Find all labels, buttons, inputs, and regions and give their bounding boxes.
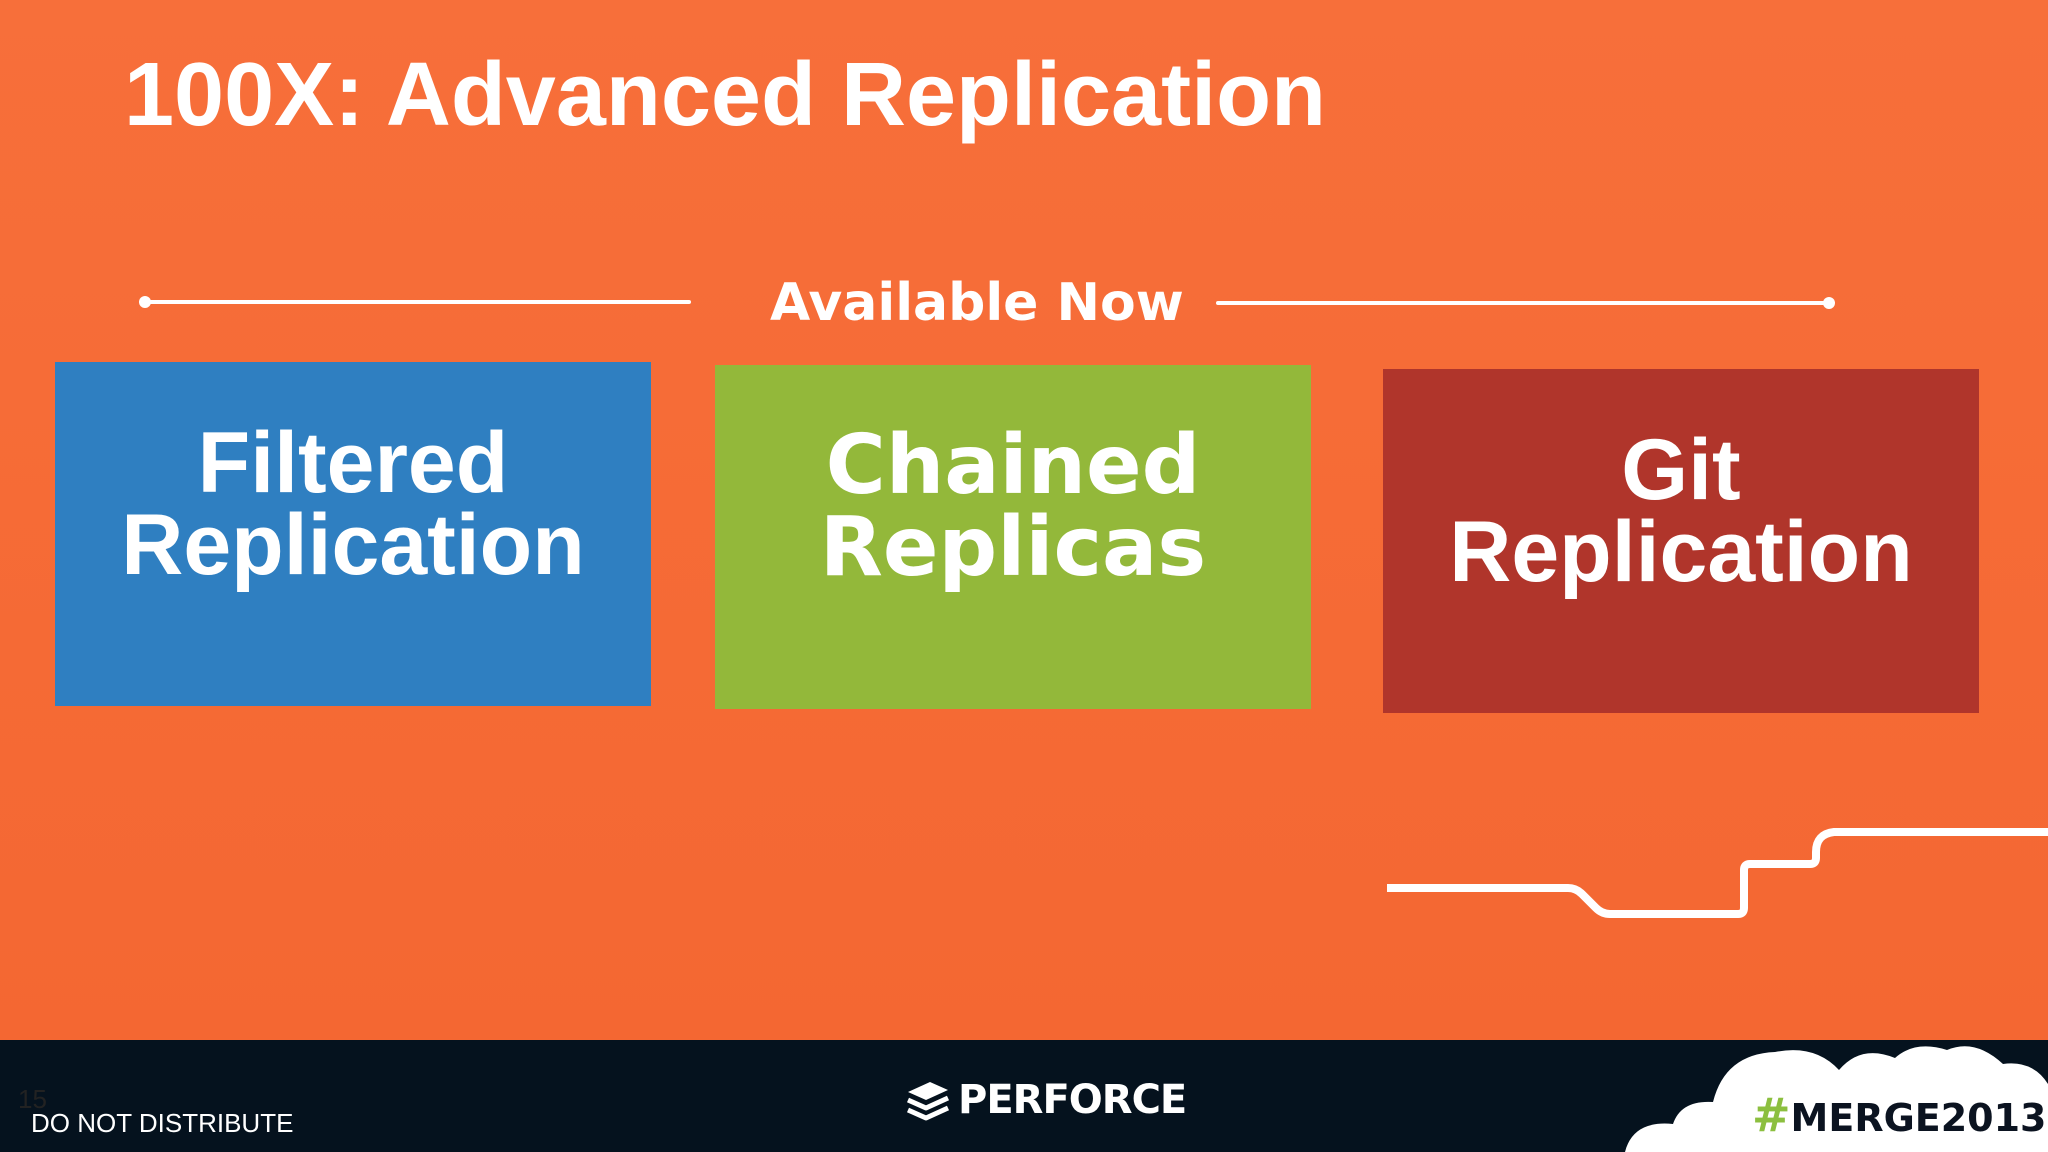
hashtag-symbol: # — [1752, 1088, 1791, 1142]
stacked-layers-icon — [906, 1082, 950, 1121]
perforce-logo: PERFORCE — [904, 1077, 1187, 1123]
feature-box-line1: Filtered — [197, 415, 509, 511]
feature-box-line2: Replication — [121, 497, 585, 593]
cloud-shape — [1625, 1046, 2048, 1152]
event-hashtag: #MERGE2013 — [1752, 1088, 2047, 1142]
slide: 100X: Advanced Replication Available Now… — [0, 0, 2048, 1040]
feature-box-line2: Replication — [1449, 504, 1913, 600]
feature-box-label: Git Replication — [1449, 422, 1913, 600]
slide-title: 100X: Advanced Replication — [124, 45, 1327, 145]
section-label: Available Now — [770, 273, 1184, 333]
hashtag-text: MERGE2013 — [1790, 1096, 2047, 1140]
feature-box-chained-replicas: Chained Replicas — [715, 365, 1311, 709]
feature-box-line1: Chained — [825, 418, 1201, 513]
disclaimer-text: DO NOT DISTRIBUTE — [31, 1108, 294, 1138]
slide-number: 15 — [18, 1084, 47, 1114]
feature-box-line2: Replicas — [819, 500, 1207, 595]
divider-left — [143, 300, 691, 304]
rule-endpoint-right — [1823, 297, 1835, 309]
feature-box-label: Filtered Replication — [121, 415, 585, 593]
divider-right — [1216, 301, 1830, 305]
decorative-step-line — [1387, 828, 2048, 918]
feature-box-label: Chained Replicas — [820, 425, 1206, 589]
footer-bar: 15 DO NOT DISTRIBUTE PERFORCE #MERGE2013 — [0, 1040, 2048, 1152]
feature-box-filtered-replication: Filtered Replication — [55, 362, 651, 706]
feature-box-git-replication: Git Replication — [1383, 369, 1979, 713]
feature-box-line1: Git — [1621, 422, 1741, 518]
logo-wordmark: PERFORCE — [958, 1077, 1187, 1123]
